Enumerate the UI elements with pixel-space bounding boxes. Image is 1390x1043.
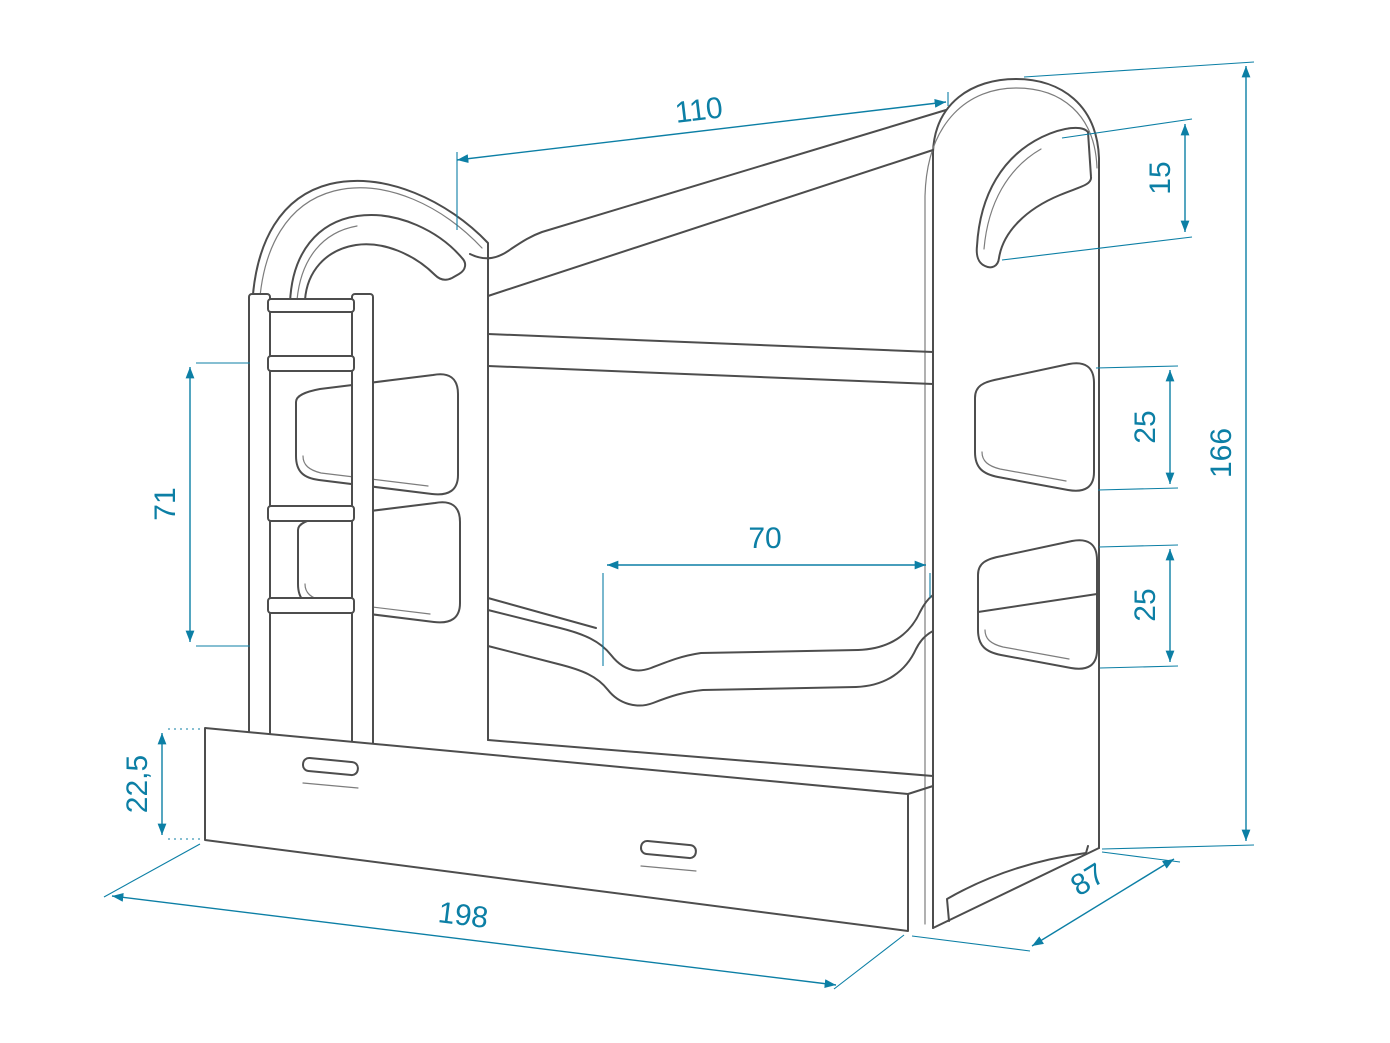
dim-label-25-upper: 25 — [1129, 410, 1162, 443]
drawer-handle-right — [639, 840, 697, 872]
dimension-71-ladder: 71 — [149, 362, 250, 647]
bottom-bunk — [487, 594, 934, 777]
panel-upper-cutout — [974, 362, 1095, 492]
ladder-rung-3 — [267, 597, 355, 614]
dim-label-87: 87 — [1065, 857, 1111, 903]
ladder-left-rail — [248, 293, 271, 747]
dimension-110-top-rail: 110 — [456, 91, 949, 230]
dimension-198-overall-length: 198 — [103, 843, 905, 990]
ladder-rung-2 — [267, 505, 355, 522]
dim-label-70: 70 — [748, 522, 781, 555]
dim-label-22-5: 22,5 — [121, 755, 154, 813]
dim-label-15: 15 — [1144, 161, 1177, 194]
top-bunk — [469, 109, 947, 385]
dimension-22-5-drawer: 22,5 — [121, 728, 203, 840]
ladder-rung-top — [267, 298, 355, 313]
dim-label-198: 198 — [436, 896, 490, 935]
dimension-15-handle-cutout: 15 — [1001, 118, 1193, 261]
dimension-70-guardrail: 70 — [602, 522, 931, 666]
headboard-upper-cutout — [295, 373, 459, 496]
top-guardrail-bottom-edge — [487, 149, 934, 297]
dimension-87-overall-depth: 87 — [911, 851, 1181, 952]
bed-frame-bottom-edge — [487, 739, 934, 777]
bottom-mattress-edge — [487, 597, 597, 629]
drawer-handle-left — [301, 757, 359, 789]
top-guardrail-top-edge — [469, 109, 947, 260]
top-platform-edge-1 — [487, 333, 934, 353]
dimension-166-overall-height: 166 — [1023, 61, 1255, 850]
ladder-rung-1 — [267, 355, 355, 372]
dim-label-25-lower: 25 — [1129, 588, 1162, 621]
ladder-right-rail — [351, 293, 374, 747]
drawer-front-face — [204, 727, 909, 932]
dim-label-110: 110 — [673, 91, 724, 129]
panel-foot-cutout — [946, 845, 1089, 922]
top-platform-edge-2 — [487, 365, 934, 385]
dim-label-71: 71 — [149, 487, 182, 520]
right-end-panel — [924, 78, 1100, 929]
bottom-guardrail-bottom-edge — [487, 630, 934, 707]
storage-drawer — [204, 727, 934, 932]
dimension-25-lower-cutout: 25 — [1098, 544, 1179, 669]
dimension-25-upper-cutout: 25 — [1095, 365, 1179, 491]
panel-lower-cutout — [977, 539, 1098, 670]
dim-label-166: 166 — [1205, 428, 1238, 478]
bottom-guardrail-top-edge — [487, 594, 934, 672]
panel-top-handle-cutout — [975, 126, 1092, 269]
